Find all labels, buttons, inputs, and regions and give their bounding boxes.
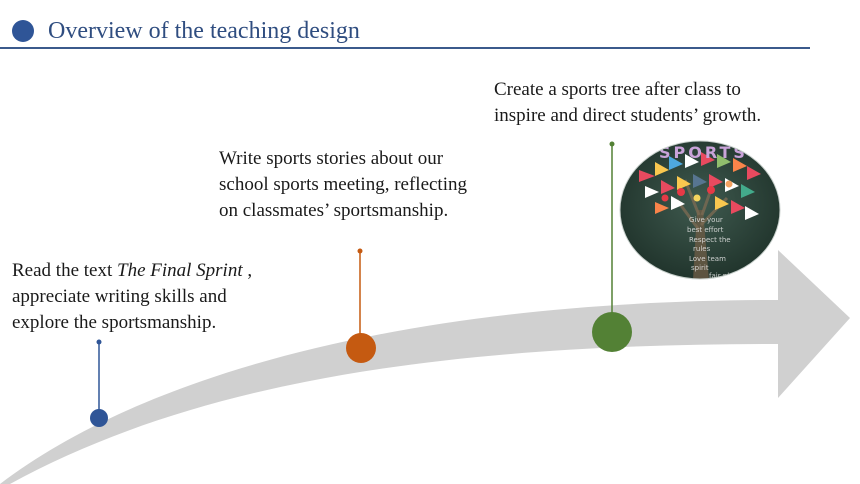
step1-description: Read the text The Final Sprint , appreci… xyxy=(12,258,252,336)
svg-text:spirit: spirit xyxy=(691,264,709,272)
step1-text-title: The Final Sprint xyxy=(117,260,243,281)
step2-description: Write sports stories about our school sp… xyxy=(219,146,467,224)
header-bullet-icon xyxy=(12,20,34,42)
step1-line1-prefix: Read the text xyxy=(12,260,117,281)
step2-node xyxy=(346,333,376,363)
step1-node xyxy=(90,409,108,427)
step2-line3: on classmates’ sportsmanship. xyxy=(219,200,449,221)
step3-line2: inspire and direct students’ growth. xyxy=(494,105,762,126)
step1-pin xyxy=(96,339,102,345)
svg-text:Love team: Love team xyxy=(689,255,726,263)
svg-text:Respect the: Respect the xyxy=(689,236,731,244)
step2-line1: Write sports stories about our xyxy=(219,148,444,169)
svg-text:best effort: best effort xyxy=(687,226,724,234)
step3-line1: Create a sports tree after class to xyxy=(494,79,741,100)
step3-pin xyxy=(609,141,615,147)
tree-flags xyxy=(639,152,761,220)
step2-line2: school sports meeting, reflecting xyxy=(219,174,467,195)
step1-line2: appreciate writing skills and xyxy=(12,286,227,307)
slide-title: Overview of the teaching design xyxy=(48,17,360,44)
slide-header: Overview of the teaching design xyxy=(12,14,360,48)
step3-node xyxy=(592,312,632,352)
chalk-writing: Give your best effort Respect the rules … xyxy=(687,216,738,280)
svg-text:Give your: Give your xyxy=(689,216,723,224)
step2-pin xyxy=(357,248,363,254)
svg-text:fair play: fair play xyxy=(709,272,738,280)
svg-text:rules: rules xyxy=(693,245,711,253)
step1-line1-suffix: , xyxy=(242,260,253,281)
sports-tree-title: SPORTS xyxy=(659,143,748,162)
timeline-arrow xyxy=(0,250,850,484)
sports-tree-image: SPORTS Give your best effort Respect the… xyxy=(619,140,781,280)
step3-description: Create a sports tree after class to insp… xyxy=(494,77,761,129)
step1-line3: explore the sportsmanship. xyxy=(12,312,217,333)
header-divider xyxy=(0,47,810,49)
